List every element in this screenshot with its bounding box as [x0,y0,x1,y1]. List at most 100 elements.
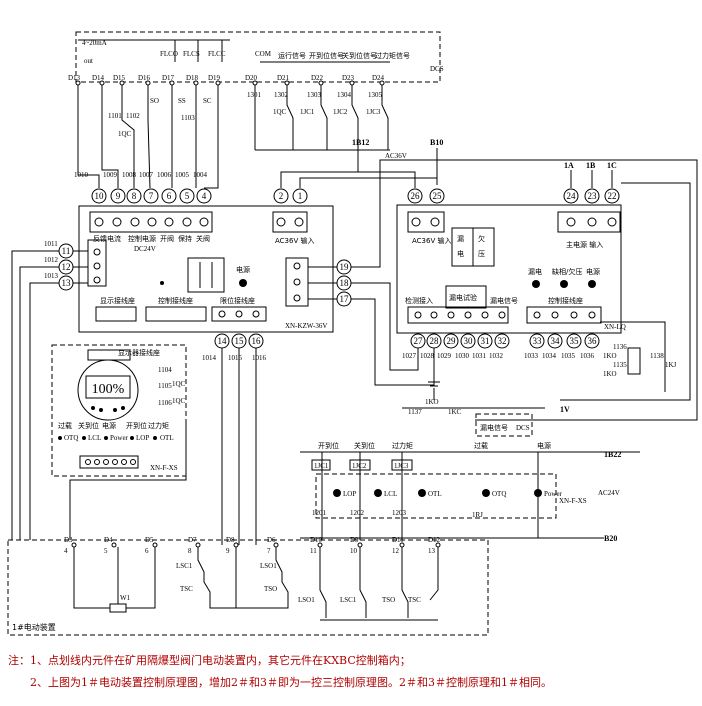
svg-text:23: 23 [588,191,598,201]
label-hold: 保持 [178,234,192,243]
dcs-label: DCS [430,65,444,73]
svg-text:15: 15 [235,336,245,346]
display-conn-label: 显示接线座 [100,296,135,305]
com-label: COM [255,50,272,58]
lamp-relay-2: 1JC2 [352,462,367,470]
disp-code-1106: 1106 [158,399,172,407]
wire-1004: 1004 [193,171,208,179]
display-state-labels: 过载 关到位 电源 开到位 过力矩 [58,421,169,430]
svg-text:9: 9 [226,547,230,555]
svg-text:LSC1: LSC1 [176,562,193,570]
left-module-top-terminals: 10 9 8 7 6 5 4 [91,188,212,204]
phase-1b: 1B [586,161,596,170]
svg-text:25: 25 [433,191,443,201]
svg-text:D7: D7 [188,536,197,544]
dcs-top-frame [75,31,441,83]
svg-text:7: 7 [149,191,154,201]
note-line-1: 注：1、点划线内元件在矿用隔爆型阀门电动装置内，其它元件在KXBC控制箱内； [8,654,411,667]
code-1103: 1103 [181,114,195,122]
mid-terminals: 19 18 17 [336,259,352,307]
left-model: XN-KZW-36V [285,322,327,330]
relay-1jc1: 1JC1 [300,108,315,116]
svg-text:8: 8 [132,191,137,201]
svg-text:12: 12 [392,547,400,555]
lamp-1rj: 1RJ [472,511,483,519]
code-1011: 1011 [44,240,58,248]
code-1014: 1014 [202,354,217,362]
display-module-frame [51,344,187,477]
svg-text:33: 33 [533,336,543,346]
w1-label: W1 [120,594,131,602]
right-ctrl-conn-label: 控制接线座 [548,296,583,305]
power-indicator-label: 电源 [236,265,250,274]
svg-text:LSC1: LSC1 [340,596,357,604]
lamp-relay-3: 1JC3 [394,462,409,470]
note-line-2: 2、上图为1＃电动装置控制原理图，增加2＃和3＃即为一控三控制原理图。2＃和3＃… [30,676,552,689]
svg-text:LOP: LOP [136,434,149,442]
d13: D13 [68,74,81,82]
d14: D14 [92,74,105,82]
analog-label: 4~20mA [82,39,107,47]
contact-ss: SS [178,97,186,105]
right-ac36-label: AC36V 输入 [412,236,451,245]
lamp-label-torque: 过力矩 [392,441,413,450]
svg-text:OTQ: OTQ [64,434,78,442]
d19: D19 [208,74,221,82]
svg-text:D6: D6 [267,536,276,544]
actuator-title: 1#电动装置 [12,622,56,632]
svg-text:1028: 1028 [420,352,435,360]
phase-1c: 1C [607,161,617,170]
svg-text:2: 2 [279,191,284,201]
svg-text:过载: 过载 [58,421,72,430]
limit-conn-label: 限位接线座 [220,296,255,305]
svg-text:TSC: TSC [408,596,421,604]
side-1136: 1136 [613,343,627,351]
svg-text:D10: D10 [310,536,323,544]
lamp-relay-1: 1JC1 [314,462,329,470]
svg-text:6: 6 [145,547,149,555]
analog-out-label: out [84,57,93,65]
side-1135: 1135 [613,361,627,369]
right-top-terminals: 26 25 24 23 22 [407,188,620,204]
actuator-frame [7,539,489,636]
d18: D18 [186,74,199,82]
display-title: 显示器接线座 [118,348,160,357]
svg-text:30: 30 [464,336,474,346]
flcs-label: FLCS [183,50,200,58]
side-1ko-a: 1KO [603,352,617,360]
svg-text:D9: D9 [350,536,359,544]
code-1304: 1304 [337,91,352,99]
svg-text:35: 35 [570,336,580,346]
svg-text:1029: 1029 [437,352,452,360]
disp-code-1105: 1105 [158,382,172,390]
d21: D21 [277,74,290,82]
right-bottom-terminals: 27 28 29 30 31 32 33 34 35 36 [410,333,600,349]
ac36-label: AC36V [385,152,407,160]
signal-close: 关到位信号 [342,51,377,60]
relay-1jc3: 1JC3 [366,108,381,116]
svg-text:19: 19 [340,262,350,272]
right-module-frame [396,204,622,334]
svg-text:Power: Power [110,434,129,442]
svg-text:D8: D8 [226,536,235,544]
lower-1ko: 1KO [425,398,439,406]
switch-1qc: 1QC [118,130,132,138]
svg-text:开到位: 开到位 [126,421,147,430]
svg-text:11: 11 [62,246,71,256]
side-1138: 1138 [650,352,664,360]
svg-text:36: 36 [588,336,598,346]
svg-text:5: 5 [185,191,190,201]
wire-1010: 1010 [74,171,89,179]
svg-text:LCL: LCL [384,490,397,498]
limit-terminals: 14 15 16 [214,333,264,349]
actuator-d-labels: D3 D4 D5 D7 D8 D6 D10 D9 D11 D12 [64,536,441,544]
lamp-code-1202: 1202 [350,509,365,517]
svg-text:9: 9 [116,191,121,201]
display-led-labels: OTQ LCL Power LOP OTL [64,434,174,442]
leak-signal-2: 漏电信号 [480,423,508,432]
svg-text:16: 16 [252,336,262,346]
svg-text:1032: 1032 [489,352,504,360]
svg-text:6: 6 [167,191,172,201]
svg-text:18: 18 [340,278,350,288]
contact-sc: SC [203,97,212,105]
